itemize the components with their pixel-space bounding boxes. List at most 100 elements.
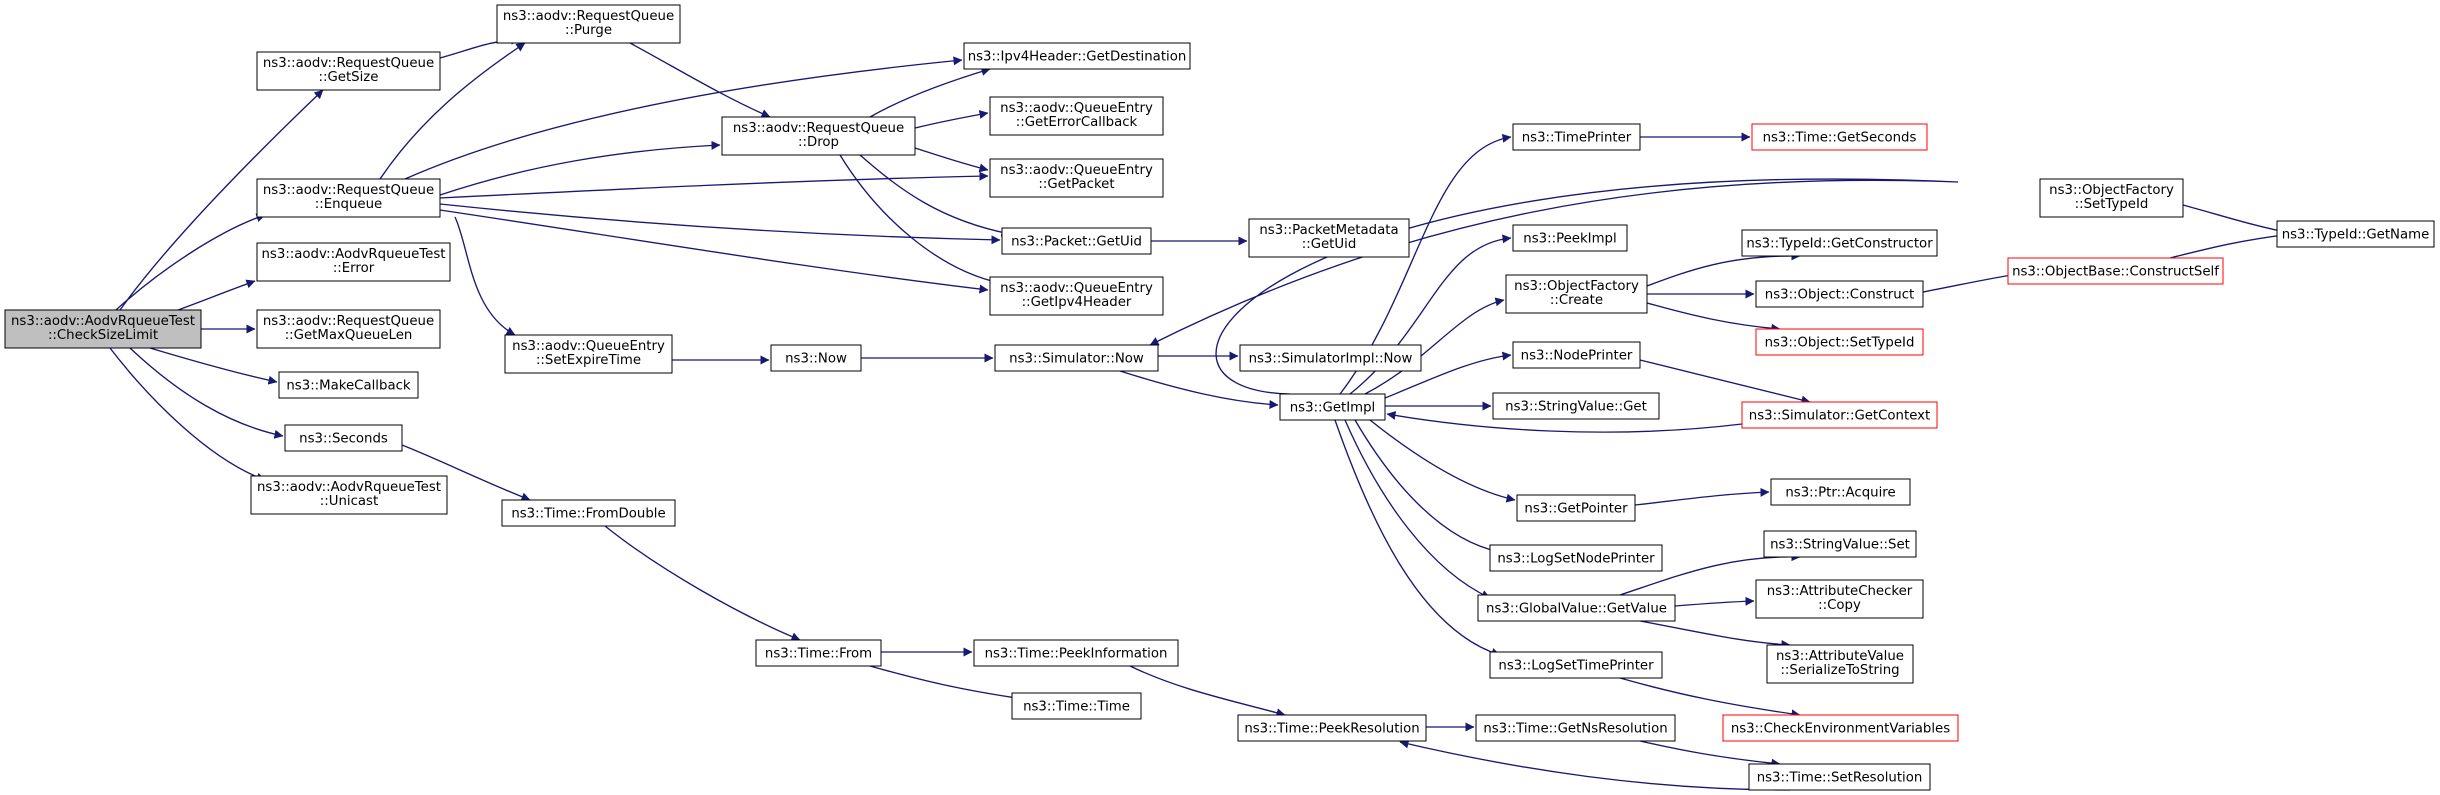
edge-getimpl-to-logsettimeprinter <box>1334 419 1501 657</box>
node-time-getseconds[interactable]: ns3::Time::GetSeconds <box>1751 123 1928 151</box>
edge-rq_drop-to-qe_geterrcb <box>914 110 989 129</box>
node-label: ns3::GetPointer <box>1524 502 1628 517</box>
node-time-from[interactable]: ns3::Time::From <box>755 639 882 667</box>
node-time-setres[interactable]: ns3::Time::SetResolution <box>1748 763 1931 791</box>
node-ob-constructself[interactable]: ns3::ObjectBase::ConstructSelf <box>2007 257 2224 285</box>
node-now[interactable]: ns3::Now <box>770 344 862 372</box>
node-typeid-getctor[interactable]: ns3::TypeId::GetConstructor <box>1741 229 1938 257</box>
node-seconds[interactable]: ns3::Seconds <box>284 424 403 452</box>
node-label: ns3::ObjectBase::ConstructSelf <box>2012 265 2219 280</box>
edge-rq_purge-to-rq_drop <box>629 42 771 118</box>
node-box <box>4 309 202 349</box>
node-label: ::Error <box>333 261 375 276</box>
node-ac-copy[interactable]: ns3::AttributeChecker::Copy <box>1755 579 1924 619</box>
node-rq-getmax[interactable]: ns3::aodv::RequestQueue::GetMaxQueueLen <box>256 309 441 349</box>
node-label: ns3::aodv::RequestQueue <box>263 183 434 198</box>
node-of-settypeid[interactable]: ns3::ObjectFactory::SetTypeId <box>2039 178 2184 218</box>
edge-time_getnsres-to-time_setres <box>1639 740 1781 768</box>
node-label: ns3::aodv::RequestQueue <box>733 121 904 136</box>
node-time-time[interactable]: ns3::Time::Time <box>1011 692 1142 720</box>
edge-rq_enqueue-to-ipv4_getdest <box>404 56 963 180</box>
node-box <box>2039 178 2184 218</box>
node-getimpl[interactable]: ns3::GetImpl <box>1279 393 1386 421</box>
node-stringvalue-get[interactable]: ns3::StringValue::Get <box>1492 392 1660 420</box>
node-test-error[interactable]: ns3::aodv::AodvRqueueTest::Error <box>256 242 451 282</box>
node-label: ns3::Time::SetResolution <box>1757 771 1923 786</box>
node-rq-enqueue[interactable]: ns3::aodv::RequestQueue::Enqueue <box>256 178 441 218</box>
node-time-fromdouble[interactable]: ns3::Time::FromDouble <box>501 499 676 527</box>
node-makecallback[interactable]: ns3::MakeCallback <box>278 371 419 399</box>
node-box <box>989 158 1164 198</box>
node-ipv4-getdest[interactable]: ns3::Ipv4Header::GetDestination <box>963 42 1191 70</box>
node-getpointer[interactable]: ns3::GetPointer <box>1516 494 1636 522</box>
node-peekimpl[interactable]: ns3::PeekImpl <box>1512 224 1628 252</box>
node-box <box>963 42 1191 70</box>
edge-root-to-rq_getsize <box>119 89 324 311</box>
node-label: ns3::Time::PeekResolution <box>1244 722 1419 737</box>
node-typeid-getname[interactable]: ns3::TypeId::GetName <box>2276 220 2435 248</box>
node-object-construct[interactable]: ns3::Object::Construct <box>1755 280 1924 308</box>
node-box <box>256 309 441 349</box>
node-packet-getuid[interactable]: ns3::Packet::GetUid <box>1001 227 1152 255</box>
node-time-getnsres[interactable]: ns3::Time::GetNsResolution <box>1475 714 1676 742</box>
node-label: ns3::PeekImpl <box>1523 232 1616 247</box>
node-ptr-acquire[interactable]: ns3::Ptr::Acquire <box>1770 478 1911 506</box>
node-label: ::GetErrorCallback <box>1016 115 1138 130</box>
node-timeprinter[interactable]: ns3::TimePrinter <box>1512 123 1641 151</box>
node-object-settypeid[interactable]: ns3::Object::SetTypeId <box>1755 328 1924 356</box>
edge-time_from-to-time_time <box>869 665 1031 704</box>
node-box <box>1512 123 1641 151</box>
node-av-serialize[interactable]: ns3::AttributeValue::SerializeToString <box>1766 644 1914 684</box>
edge-rq_enqueue-to-qe_getpacket <box>439 171 989 199</box>
node-nodeprinter[interactable]: ns3::NodePrinter <box>1512 341 1641 369</box>
node-stringvalue-set[interactable]: ns3::StringValue::Set <box>1763 530 1917 558</box>
node-label: ns3::TypeId::GetConstructor <box>1746 237 1933 252</box>
node-sim-now[interactable]: ns3::Simulator::Now <box>994 344 1159 372</box>
node-logsetnodeprinter[interactable]: ns3::LogSetNodePrinter <box>1489 544 1663 572</box>
node-time-peekinfo[interactable]: ns3::Time::PeekInformation <box>973 639 1179 667</box>
node-sim-getcontext[interactable]: ns3::Simulator::GetContext <box>1741 401 1938 429</box>
edge-rq_enqueue-to-qe_setexpire <box>454 216 516 336</box>
edge-time_peekinfo-to-time_peekres <box>1129 665 1286 718</box>
node-label: ns3::StringValue::Get <box>1505 400 1647 415</box>
node-qe-getpacket[interactable]: ns3::aodv::QueueEntry::GetPacket <box>989 158 1164 198</box>
node-box <box>1741 229 1938 257</box>
node-box <box>278 371 419 399</box>
edge-seconds-to-time_fromdouble <box>401 444 531 502</box>
node-box <box>994 344 1159 372</box>
node-label: ns3::LogSetNodePrinter <box>1497 552 1655 567</box>
node-label: ns3::NodePrinter <box>1521 349 1633 364</box>
node-label: ns3::Ptr::Acquire <box>1785 486 1895 501</box>
node-label: ns3::Time::GetSeconds <box>1763 131 1917 146</box>
node-label: ns3::Time::FromDouble <box>511 507 665 522</box>
node-rq-purge[interactable]: ns3::aodv::RequestQueue::Purge <box>496 4 681 44</box>
node-checkenv[interactable]: ns3::CheckEnvironmentVariables <box>1722 714 1959 742</box>
edge-rq_drop-to-qe_getpacket <box>914 147 989 173</box>
edge-rq_drop-to-ipv4_getdest <box>869 67 991 118</box>
node-label: ns3::aodv::RequestQueue <box>503 9 674 24</box>
node-gv-getvalue[interactable]: ns3::GlobalValue::GetValue <box>1477 594 1676 622</box>
node-label: ns3::SimulatorImpl::Now <box>1249 352 1413 367</box>
node-label: ns3::Time::From <box>765 647 872 662</box>
node-qe-geterrcb[interactable]: ns3::aodv::QueueEntry::GetErrorCallback <box>989 96 1164 136</box>
node-box <box>1770 478 1911 506</box>
node-rq-drop[interactable]: ns3::aodv::RequestQueue::Drop <box>721 116 916 156</box>
node-box <box>501 499 676 527</box>
node-test-unicast[interactable]: ns3::aodv::AodvRqueueTest::Unicast <box>250 475 448 515</box>
node-label: ns3::Object::Construct <box>1765 288 1914 303</box>
node-box <box>721 116 916 156</box>
node-time-peekres[interactable]: ns3::Time::PeekResolution <box>1237 714 1427 742</box>
node-box <box>1512 224 1628 252</box>
node-label: ns3::AttributeValue <box>1776 649 1904 664</box>
node-label: ::GetPacket <box>1038 177 1114 192</box>
node-simimpl-now[interactable]: ns3::SimulatorImpl::Now <box>1239 344 1422 372</box>
node-qe-setexpire[interactable]: ns3::aodv::QueueEntry::SetExpireTime <box>504 334 673 374</box>
node-logsettimeprinter[interactable]: ns3::LogSetTimePrinter <box>1489 651 1663 679</box>
node-rq-getsize[interactable]: ns3::aodv::RequestQueue::GetSize <box>256 51 441 91</box>
node-pm-getuid[interactable]: ns3::PacketMetadata::GetUid <box>1248 218 1410 258</box>
node-root[interactable]: ns3::aodv::AodvRqueueTest::CheckSizeLimi… <box>4 309 202 349</box>
node-label: ns3::ObjectFactory <box>2049 183 2174 198</box>
node-of-create[interactable]: ns3::ObjectFactory::Create <box>1505 274 1648 314</box>
node-qe-getipv4[interactable]: ns3::aodv::QueueEntry::GetIpv4Header <box>989 276 1164 316</box>
